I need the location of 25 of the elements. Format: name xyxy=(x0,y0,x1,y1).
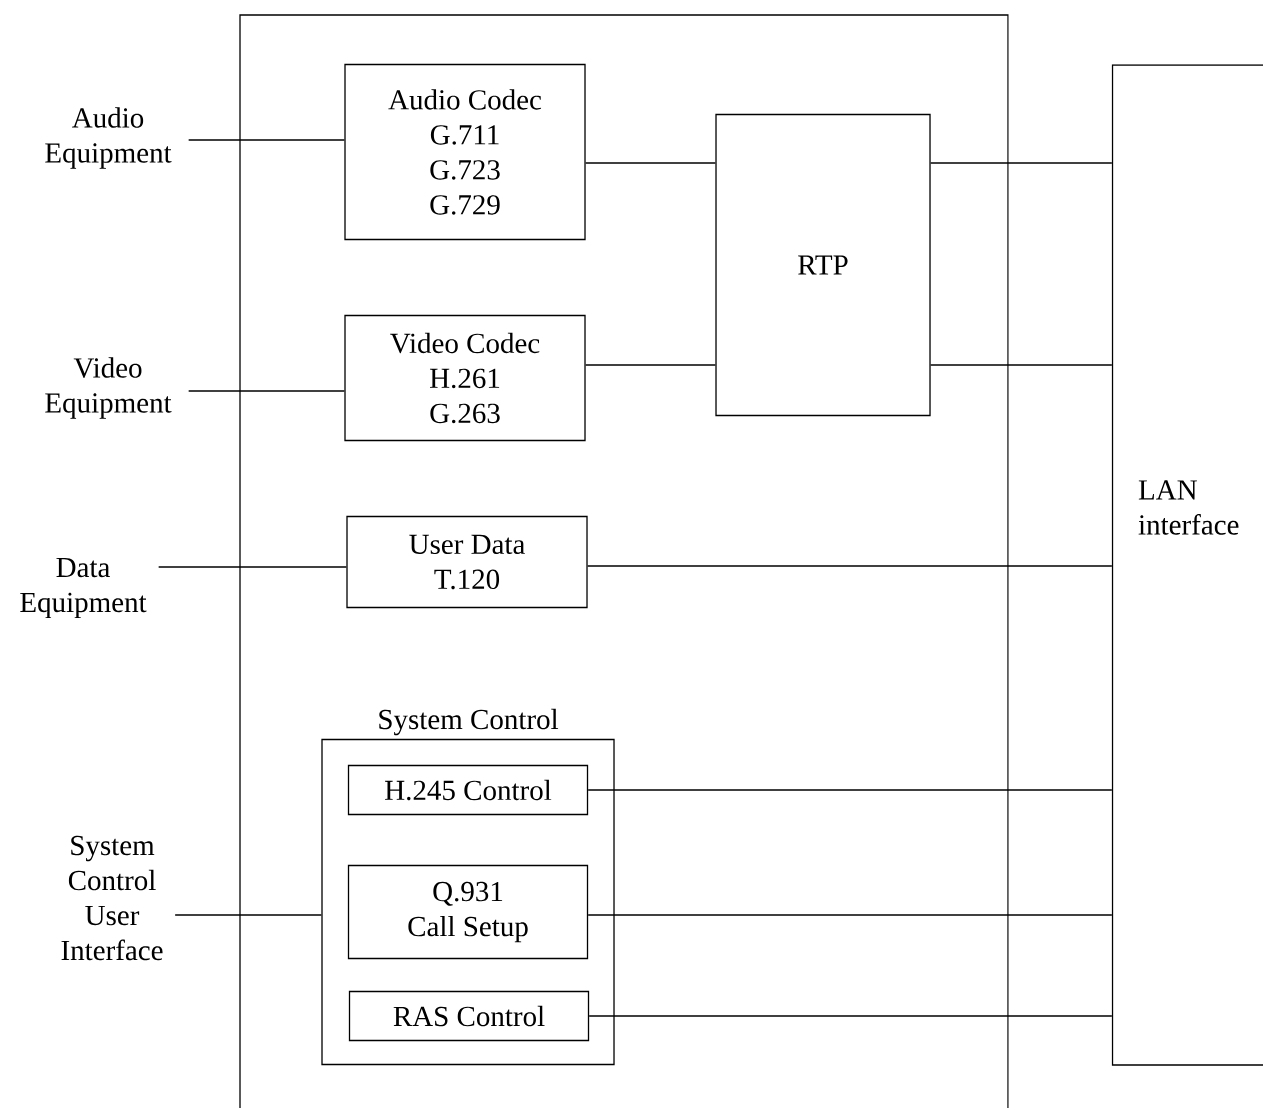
connector-line xyxy=(174,914,322,916)
connector-line xyxy=(188,139,345,141)
connector-line xyxy=(930,364,1113,366)
process-box: Audio Codec G.711 G.723 G.729 xyxy=(344,63,586,241)
connector-line xyxy=(587,565,1113,567)
node-label: System Control xyxy=(379,708,559,736)
interface-box: LAN interface xyxy=(1111,64,1263,1066)
connector-line xyxy=(585,364,716,366)
connector-line xyxy=(587,914,1113,916)
connector-line xyxy=(585,162,716,164)
process-box: Q.931 Call Setup xyxy=(347,864,589,960)
equipment-label: Data Equipment xyxy=(20,557,147,619)
equipment-label: Video Equipment xyxy=(45,357,172,419)
equipment-label: Audio Equipment xyxy=(45,107,172,169)
process-box: Video Codec H.261 G.263 xyxy=(344,314,586,442)
process-box: User Data T.120 xyxy=(346,515,588,609)
connector-line xyxy=(930,162,1113,164)
connector-line xyxy=(188,390,345,392)
equipment-label: System Control User Interface xyxy=(61,835,163,961)
process-box: RTP xyxy=(715,113,931,417)
process-box: H.245 Control xyxy=(347,764,589,816)
process-box: RAS Control xyxy=(348,990,590,1042)
connector-line xyxy=(588,1015,1113,1017)
connector-line xyxy=(587,789,1113,791)
connector-line xyxy=(158,566,347,568)
